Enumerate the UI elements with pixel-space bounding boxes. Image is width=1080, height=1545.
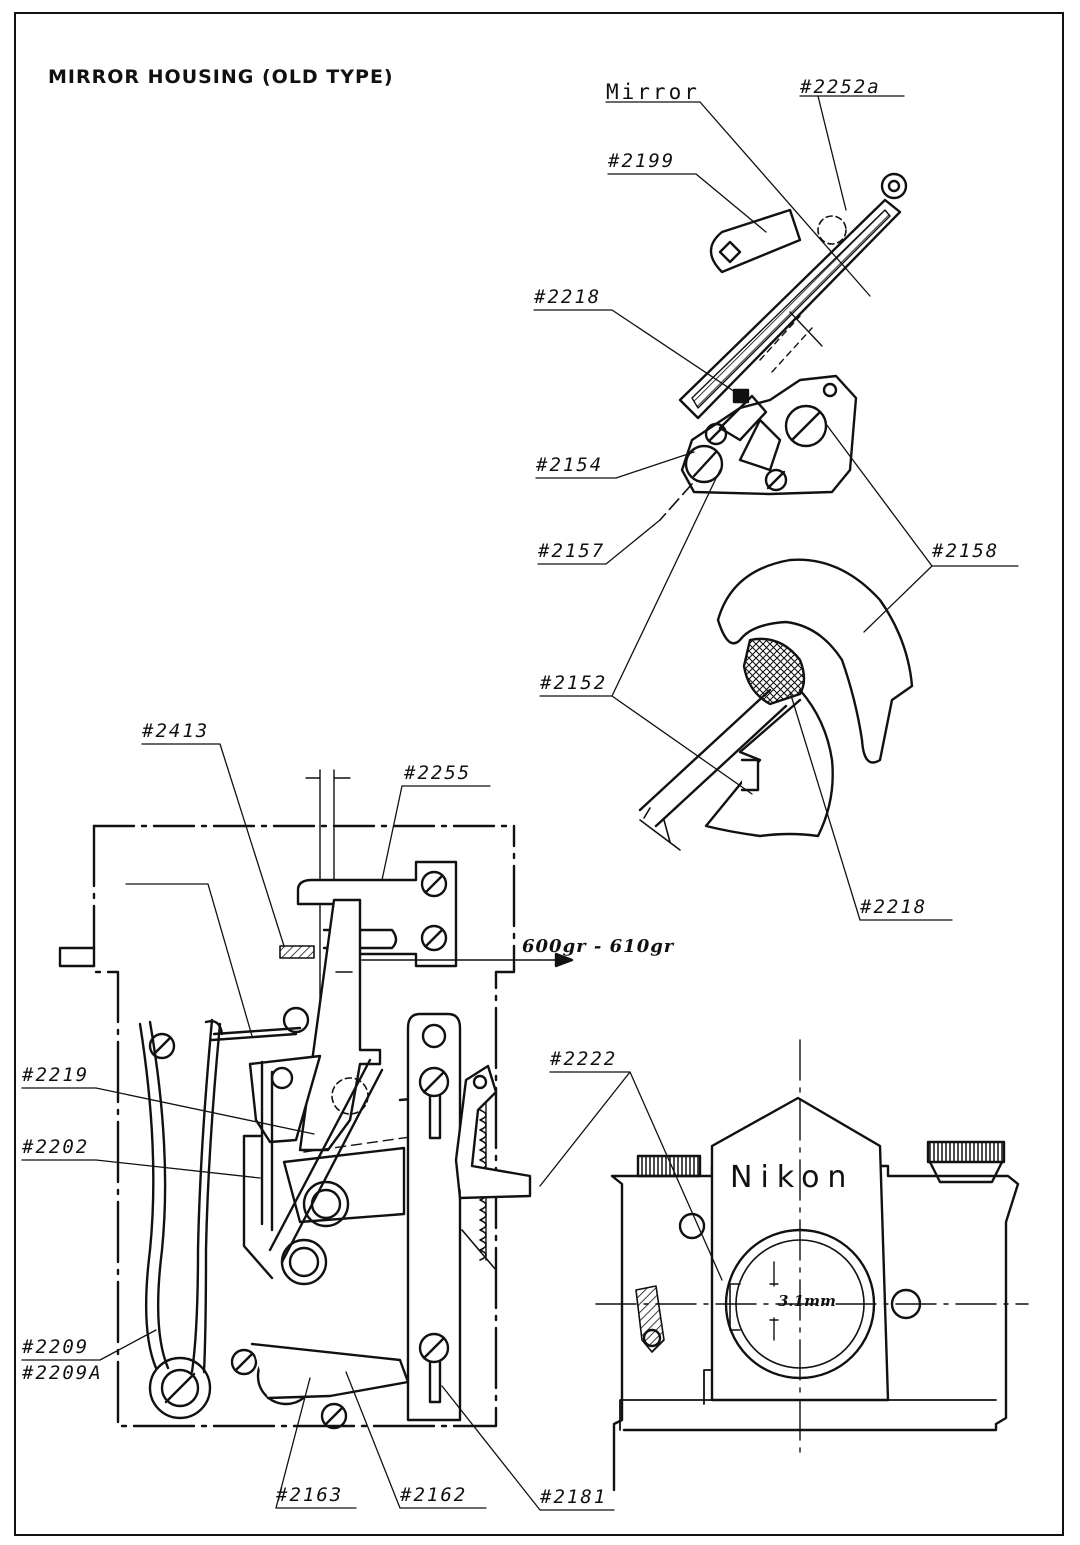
mirror-assembly-view	[659, 172, 908, 521]
part-label-2209A: #2209A	[22, 1362, 103, 1384]
part-label-2157: #2157	[538, 540, 606, 562]
part-label-2154: #2154	[536, 454, 604, 476]
enlarged-detail-view	[638, 558, 914, 851]
part-label-2158: #2158	[932, 540, 1000, 562]
camera-front-view	[595, 1039, 1029, 1492]
part-label-2202: #2202	[22, 1136, 90, 1158]
part-label-2218-bottom: #2218	[860, 896, 928, 918]
dimension-3-1mm: 3.1mm	[778, 1292, 836, 1310]
nikon-logo-text: Nikon	[730, 1160, 855, 1195]
part-label-2252a: #2252a	[800, 76, 881, 98]
part-label-2222: #2222	[550, 1048, 618, 1070]
page-border	[14, 12, 1064, 1536]
part-label-2219: #2219	[22, 1064, 90, 1086]
part-label-2199: #2199	[608, 150, 676, 172]
leader-lines	[21, 95, 1019, 1511]
mirror-label: Mirror	[606, 80, 700, 104]
part-label-2152: #2152	[540, 672, 608, 694]
housing-side-view	[58, 769, 574, 1430]
part-label-2209: #2209	[22, 1336, 90, 1358]
part-label-2255: #2255	[404, 762, 472, 784]
force-annotation: 600gr - 610gr	[522, 936, 675, 957]
drawing-title: MIRROR HOUSING (OLD TYPE)	[48, 66, 394, 88]
part-label-2181: #2181	[540, 1486, 608, 1508]
part-label-2218-top: #2218	[534, 286, 602, 308]
part-label-2413: #2413	[142, 720, 210, 742]
part-label-2163: #2163	[276, 1484, 344, 1506]
part-label-2162: #2162	[400, 1484, 468, 1506]
